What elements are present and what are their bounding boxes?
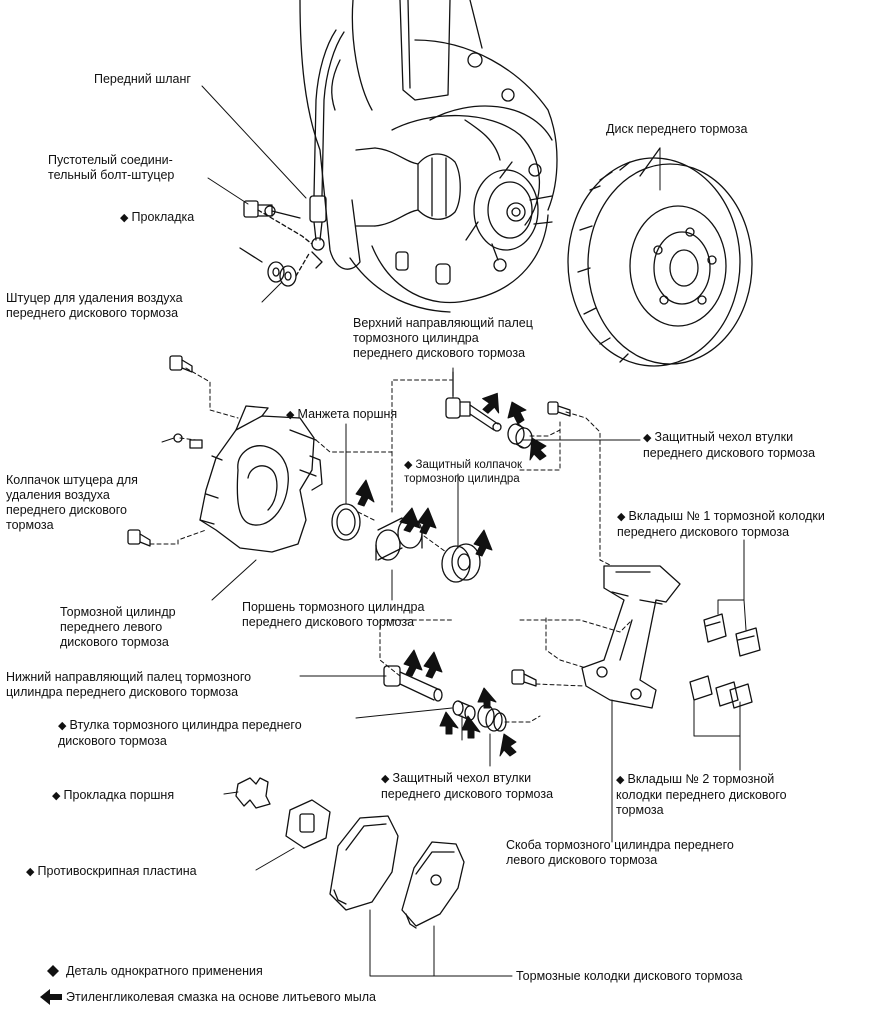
union-bolt — [243, 200, 301, 219]
assembly-dashed-lines — [149, 367, 633, 723]
legend-symbols — [40, 965, 62, 1005]
label-piston-seal: Манжета поршня — [286, 407, 398, 423]
label-upper-guide-pin: Верхний направляющий палец тормозного ци… — [353, 316, 533, 360]
label-bushing-boot-top: Защитный чехол втулки переднего дисковог… — [643, 430, 815, 461]
label-cylinder: Тормозной цилиндр переднего левого диско… — [60, 605, 176, 649]
bolt-bottom-left — [127, 529, 151, 547]
caliper-cylinder — [199, 405, 323, 553]
label-mounting-bracket: Скоба тормозного цилиндра переднего лево… — [506, 838, 734, 867]
legend-grease-text: Этиленгликолевая смазка на основе литьев… — [66, 990, 376, 1004]
label-front-disc: Диск переднего тормоза — [606, 122, 748, 136]
bolt-bracket — [511, 669, 537, 687]
label-bleeder-plug: Штуцер для удаления воздуха переднего ди… — [6, 291, 183, 320]
bolt-top-left — [169, 355, 193, 373]
piston-seal — [331, 503, 361, 541]
label-piston-shim: Прокладка поршня — [52, 788, 175, 804]
brake-pad-left — [329, 815, 399, 911]
label-front-hose: Передний шланг — [94, 72, 191, 86]
lower-bushing — [452, 700, 476, 721]
diamond-icon — [47, 965, 59, 977]
label-anti-squeal: Противоскрипная пластина — [26, 864, 197, 880]
anti-squeal-plate — [285, 799, 331, 849]
legend-grease: Этиленгликолевая смазка на основе литьев… — [66, 990, 376, 1005]
legend-one-time: Деталь однократного применения — [66, 964, 263, 979]
shims-no2 — [689, 675, 753, 709]
label-shim-no1: Вкладыш № 1 тормозной колодки переднего … — [617, 509, 825, 540]
label-bleeder-cap: Колпачок штуцера для удаления воздуха пе… — [6, 473, 138, 532]
bolt-upper-right — [547, 401, 571, 417]
steering-knuckle-hub — [299, 0, 558, 313]
label-bushing-boot-bottom: Защитный чехол втулки переднего дисковог… — [381, 771, 553, 802]
leader-lines — [161, 85, 747, 977]
bleeder-cap-parts — [173, 433, 203, 449]
upper-bushing-boot — [507, 423, 533, 449]
mounting-bracket — [581, 565, 681, 709]
label-cylinder-boot: Защитный колпачок тормозного цилиндра — [404, 458, 522, 486]
label-piston: Поршень тормозного цилиндра переднего ди… — [242, 600, 425, 629]
legend-one-time-text: Деталь однократного применения — [66, 964, 263, 978]
front-brake-hose — [309, 29, 345, 269]
brake-disc — [567, 147, 753, 367]
label-bushing: Втулка тормозного цилиндра переднего дис… — [58, 718, 302, 749]
grease-arrows — [355, 392, 547, 757]
shims-no1 — [703, 613, 761, 657]
label-lower-guide-pin: Нижний направляющий палец тормозного цил… — [6, 670, 252, 699]
label-disc-pads: Тормозные колодки дискового тормоза — [516, 969, 743, 983]
label-gasket: Прокладка — [120, 210, 195, 226]
grease-arrow-icon — [40, 989, 62, 1005]
brake-pad-right — [401, 841, 465, 929]
gasket-pair — [239, 247, 297, 287]
label-shim-no2: Вкладыш № 2 тормозной колодки переднего … — [616, 772, 787, 818]
label-union-bolt: Пустотелый соедини- тельный болт-штуцер — [48, 153, 175, 182]
lower-bushing-boot — [477, 704, 507, 732]
piston-shim — [235, 777, 271, 809]
cylinder-boot — [441, 543, 481, 583]
